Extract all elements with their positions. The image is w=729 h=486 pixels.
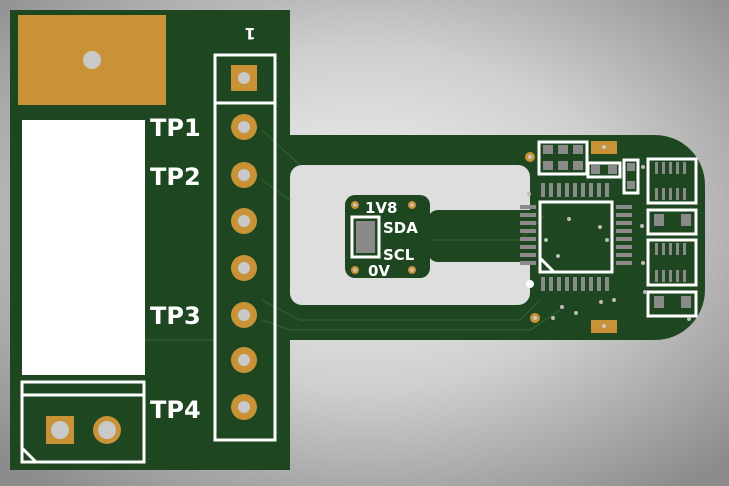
label-scl: SCL: [383, 246, 415, 264]
tp4-label: TP4: [150, 396, 201, 424]
label-1v8: 1V8: [365, 199, 397, 217]
tp2-label: TP2: [150, 163, 201, 191]
mounting-hole: [83, 51, 101, 69]
passive-components: [525, 140, 698, 333]
vias: [527, 165, 691, 321]
label-sda: SDA: [383, 219, 418, 237]
header-pins: [231, 65, 257, 420]
terminal-block: [20, 380, 146, 464]
tp3-label: TP3: [150, 302, 201, 330]
sensor-neck: [420, 222, 532, 250]
label-0v: 0V: [368, 262, 390, 280]
silkscreen-block: [22, 120, 145, 375]
pin1-marker: 1: [244, 24, 255, 43]
header-outline: [213, 53, 277, 442]
tp1-label: TP1: [150, 114, 201, 142]
microcontroller: [520, 183, 632, 291]
sensor-component: [350, 201, 416, 274]
